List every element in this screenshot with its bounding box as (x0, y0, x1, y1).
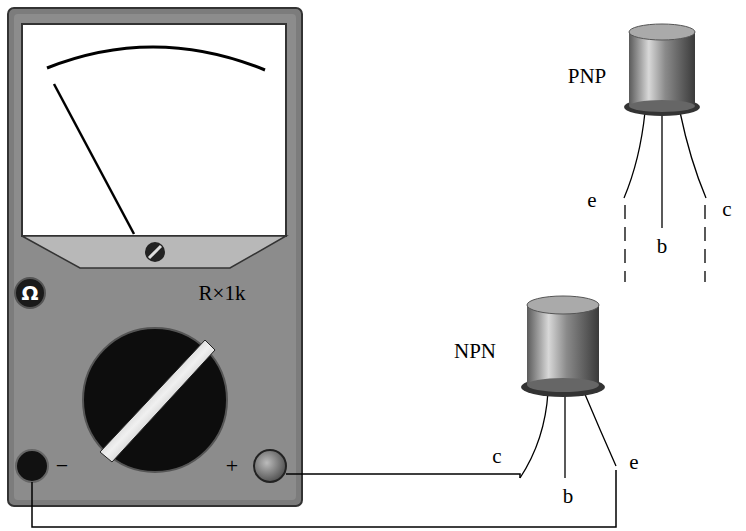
dashed-extension (704, 205, 705, 282)
needle (54, 84, 134, 234)
test-lead-wire (32, 470, 616, 527)
ohm-icon (15, 278, 45, 308)
meter-panel (14, 14, 296, 500)
selector-knob (83, 328, 227, 472)
emitter-lead (584, 392, 616, 466)
transistor-can-base (629, 100, 695, 112)
negative-terminal (16, 450, 48, 482)
test-lead-wire (286, 474, 520, 478)
pin-name: e (629, 452, 638, 473)
transistor-top (527, 296, 599, 314)
pin-name: b (563, 486, 574, 507)
pin-name: c (722, 199, 731, 220)
ohm-symbol: Ω (21, 283, 38, 303)
positive-terminal (254, 450, 286, 482)
zero-screw-slot (149, 246, 161, 258)
knob-pointer (100, 340, 215, 462)
polarity-mark: − (56, 455, 68, 477)
range-setting: R×1k (199, 283, 246, 304)
transistor-can-base (527, 378, 599, 392)
meter-body (8, 8, 302, 506)
dashed-extension (624, 205, 625, 282)
base-lead (564, 393, 565, 478)
pin-name: b (657, 236, 668, 257)
transistor-top (629, 24, 695, 40)
transistor-can (629, 32, 695, 106)
transistor-type: NPN (454, 341, 496, 362)
emitter-lead (624, 112, 645, 198)
zero-screw (145, 242, 165, 262)
pin-name: c (492, 446, 501, 467)
transistor-type: PNP (568, 66, 607, 87)
scale-arc (47, 47, 265, 70)
pin-name: e (587, 190, 596, 211)
polarity-mark: + (226, 455, 238, 477)
collector-lead (520, 392, 548, 478)
pointer-housing (22, 236, 286, 268)
collector-lead (680, 112, 706, 198)
display-window (22, 24, 286, 236)
transistor-can (527, 305, 599, 385)
base-lead (661, 113, 662, 228)
